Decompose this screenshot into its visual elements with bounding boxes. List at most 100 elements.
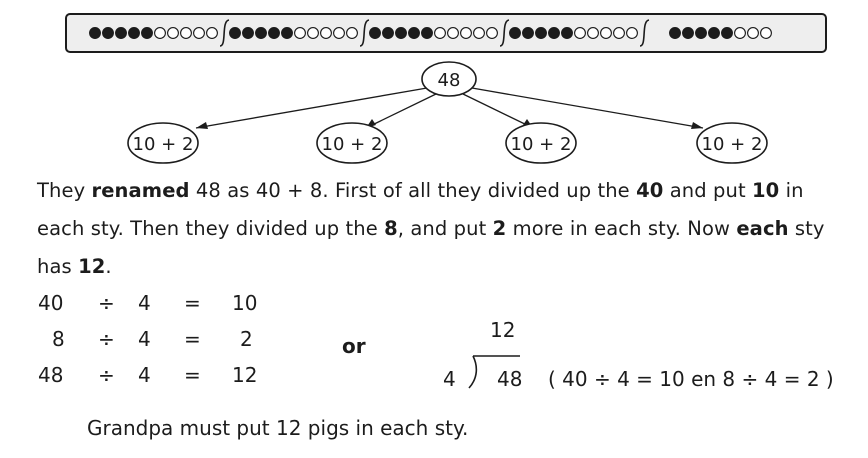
bead-empty [167,27,179,39]
child-label-4: 10 + 2 [702,134,763,155]
bead-filled [115,27,127,39]
group-divider [499,19,510,47]
long-division-divisor: 4 [443,367,456,391]
equation-operator: ÷ [98,291,115,315]
long-division-dividend: 48 [497,367,523,391]
bead-empty [434,27,446,39]
equation-divisor: 4 [138,327,151,351]
bead-filled [509,27,521,39]
para-bold-renamed: renamed [91,179,190,202]
bead-empty [473,27,485,39]
group-divider [359,19,370,47]
or-label: or [342,334,366,358]
para-text: . [105,255,112,278]
bead-empty [154,27,166,39]
bead-empty [346,27,358,39]
equation-dividend: 48 [38,363,64,387]
child-node-1 [127,122,199,164]
bead-empty [613,27,625,39]
para-text: more in each sty. Now [506,217,737,240]
bead-filled [255,27,267,39]
long-division-quotient: 12 [490,318,516,342]
bead-filled [141,27,153,39]
division-bracket [468,355,520,389]
bead-filled [382,27,394,39]
bead-filled [682,27,694,39]
para-text: 48 as 40 + 8. First of all they divided … [189,179,637,202]
bead-filled [669,27,681,39]
para-text: in each sty. Then they divided up the [37,179,804,240]
para-text: , and put [397,217,493,240]
bead-filled [229,27,241,39]
para-bold-10: 10 [752,179,780,202]
bead-filled [369,27,381,39]
bead-filled [395,27,407,39]
equation-equals: = [184,363,201,387]
bead-empty [333,27,345,39]
para-bold-each: each [736,217,789,240]
child-label-1: 10 + 2 [133,134,194,155]
equation-operator: ÷ [98,327,115,351]
para-bold-40: 40 [636,179,664,202]
arrow-1 [195,87,428,129]
arrow-heads [196,119,703,129]
bead-filled [408,27,420,39]
arrow-head-1 [196,122,208,129]
equation-dividend: 8 [52,327,65,351]
bead-filled [708,27,720,39]
child-node-2 [316,122,388,164]
para-bold-8: 8 [384,217,398,240]
bead-filled [268,27,280,39]
equation-divisor: 4 [138,291,151,315]
equation-result: 2 [240,327,253,351]
bead-filled [721,27,733,39]
long-division-note: ( 40 ÷ 4 = 10 en 8 ÷ 4 = 2 ) [548,367,834,391]
para-text: and put [663,179,752,202]
bead-empty [747,27,759,39]
equation-equals: = [184,327,201,351]
bead-empty [206,27,218,39]
group-divider [639,19,650,47]
arrow-2 [365,93,437,129]
bead-row [89,19,772,47]
equation-divisor: 4 [138,363,151,387]
bead-empty [180,27,192,39]
bead-empty [734,27,746,39]
bead-bar [65,13,827,53]
equation-result: 12 [232,363,258,387]
bead-filled [695,27,707,39]
child-label-2: 10 + 2 [322,134,383,155]
bead-filled [535,27,547,39]
bead-empty [320,27,332,39]
equation-dividend: 40 [38,291,64,315]
bead-empty [760,27,772,39]
bead-filled [89,27,101,39]
bead-empty [193,27,205,39]
bead-empty [486,27,498,39]
bead-empty [294,27,306,39]
child-label-3: 10 + 2 [511,134,572,155]
bead-filled [522,27,534,39]
tree-arrows [195,87,704,129]
bead-empty [587,27,599,39]
para-text: They [37,179,92,202]
bead-filled [421,27,433,39]
bead-filled [102,27,114,39]
para-bold-2: 2 [492,217,507,240]
arrow-4 [471,87,704,129]
equation-equals: = [184,291,201,315]
bead-empty [307,27,319,39]
equation-result: 10 [232,291,258,315]
bead-filled [242,27,254,39]
root-label: 48 [438,70,461,91]
bead-empty [460,27,472,39]
group-divider [219,19,230,47]
bead-empty [626,27,638,39]
arrow-head-4 [691,122,703,129]
bead-empty [574,27,586,39]
para-text: sty has [37,217,825,278]
conclusion-text: Grandpa must put 12 pigs in each sty. [87,416,469,440]
bead-empty [447,27,459,39]
